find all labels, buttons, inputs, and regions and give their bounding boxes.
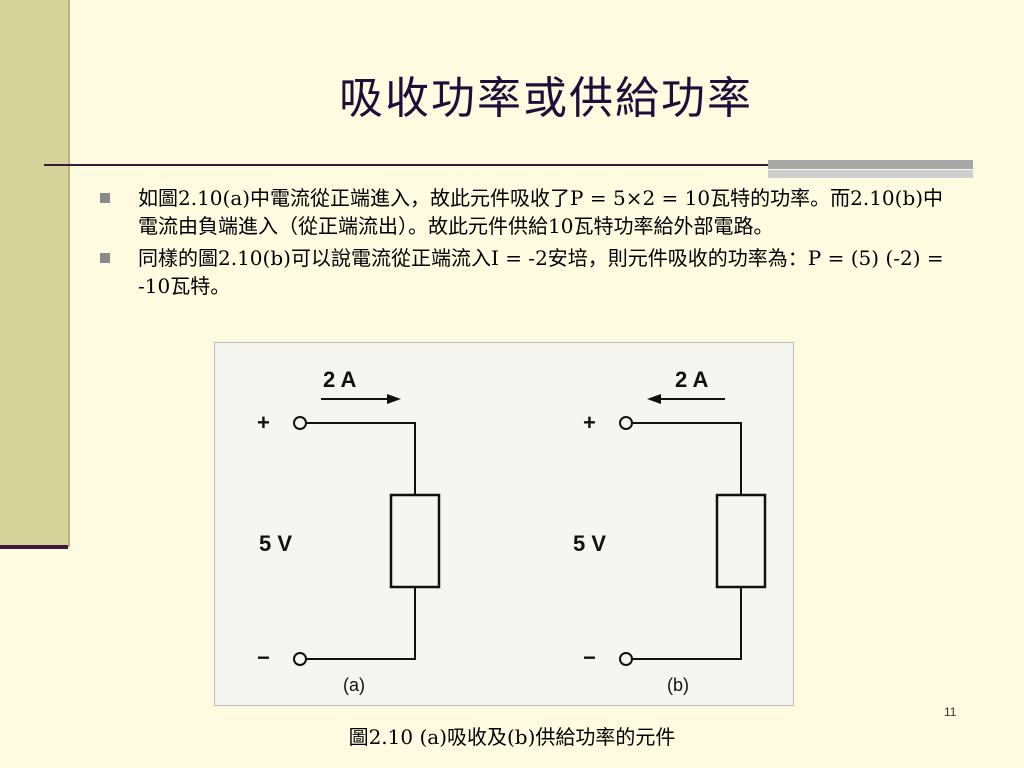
bullet-text: 同樣的圖2.10(b)可以說電流從正端流入I = -2安培，則元件吸收的功率為：… xyxy=(138,246,944,298)
bullet-item: 如圖2.10(a)中電流從正端進入，故此元件吸收了P = 5×2 = 10瓦特的… xyxy=(100,184,960,240)
element-box-b xyxy=(715,493,767,589)
slide-title: 吸收功率或供給功率 xyxy=(339,73,753,124)
figure-caption: 圖2.10 (a)吸收及(b)供給功率的元件 xyxy=(348,725,676,749)
terminal-bottom-a xyxy=(293,652,307,666)
left-decor-line xyxy=(0,545,68,549)
terminal-top-b xyxy=(619,416,633,430)
title-rule-accent-light xyxy=(768,170,973,178)
voltage-label-a: 5 V xyxy=(259,531,292,556)
terminal-bottom-b xyxy=(619,652,633,666)
arrow-head-right-icon xyxy=(387,394,401,404)
terminal-top-a xyxy=(293,416,307,430)
element-box-a xyxy=(389,493,441,589)
plus-terminal-b: + xyxy=(583,410,596,435)
circuit-diagram: 2 A + 5 V − (a) 2 A + xyxy=(257,367,767,695)
plus-terminal-a: + xyxy=(257,410,270,435)
current-label-b: 2 A xyxy=(675,367,709,392)
voltage-label-b: 5 V xyxy=(573,531,606,556)
minus-terminal-b: − xyxy=(583,645,596,670)
bullet-item: 同樣的圖2.10(b)可以說電流從正端流入I = -2安培，則元件吸收的功率為：… xyxy=(100,244,960,300)
label-b: (b) xyxy=(667,675,689,695)
slide-number: 11 xyxy=(944,705,957,719)
bullet-list: 如圖2.10(a)中電流從正端進入，故此元件吸收了P = 5×2 = 10瓦特的… xyxy=(100,184,960,304)
minus-terminal-a: − xyxy=(257,645,270,670)
label-a: (a) xyxy=(343,675,365,695)
circuit-figure: 2 A + 5 V − (a) 2 A + xyxy=(214,342,794,706)
title-rule-accent xyxy=(768,160,973,169)
title-rule xyxy=(44,164,768,166)
square-bullet-icon xyxy=(100,193,110,203)
arrow-head-left-icon xyxy=(647,394,661,404)
circuit-a: 2 A + 5 V − (a) xyxy=(257,367,441,695)
current-label-a: 2 A xyxy=(323,367,357,392)
square-bullet-icon xyxy=(100,253,110,263)
bullet-text: 如圖2.10(a)中電流從正端進入，故此元件吸收了P = 5×2 = 10瓦特的… xyxy=(138,186,944,238)
left-decor-bar xyxy=(0,0,70,547)
circuit-b: 2 A + 5 V − (b) xyxy=(573,367,767,695)
